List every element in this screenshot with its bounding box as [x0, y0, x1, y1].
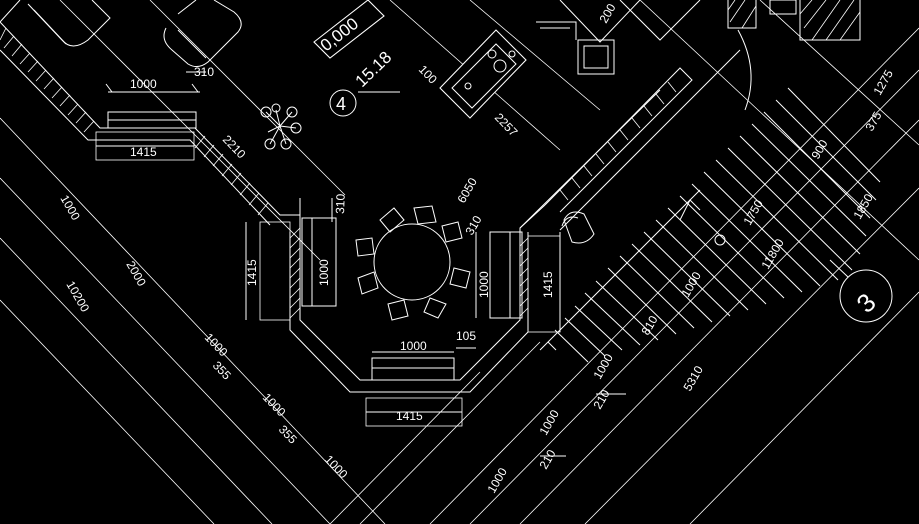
dining-table — [355, 205, 471, 321]
axis-bubble — [829, 259, 893, 323]
dim-1415-bottom: 1415 — [396, 409, 423, 423]
elevation-marker — [313, 0, 385, 59]
kitchen-sink — [439, 29, 527, 119]
dimension-ticks — [96, 71, 626, 457]
kitchen-stove — [536, 21, 615, 75]
dim-1000-vertical-left: 1000 — [317, 259, 331, 286]
dim-105: 105 — [456, 329, 476, 343]
armchair-left — [0, 0, 111, 47]
dim-310-top: 310 — [194, 65, 214, 79]
dim-310-a: 310 — [333, 193, 348, 214]
dim-1000-vertical-right: 1000 — [477, 271, 491, 298]
dim-1000-top: 1000 — [130, 77, 157, 91]
armchair-right — [163, 0, 242, 68]
dim-1415-vertical-left: 1415 — [245, 259, 259, 286]
dim-1000-bottom: 1000 — [400, 339, 427, 353]
staircase — [539, 49, 881, 363]
level-number: 4 — [336, 94, 346, 114]
dim-1415-left: 1415 — [130, 145, 157, 159]
wall-right-upper — [519, 0, 861, 229]
dim-1415-vertical-right: 1415 — [541, 271, 555, 298]
plant-icon — [260, 103, 302, 150]
chair-stairs — [561, 211, 595, 244]
level-marker — [329, 89, 400, 117]
